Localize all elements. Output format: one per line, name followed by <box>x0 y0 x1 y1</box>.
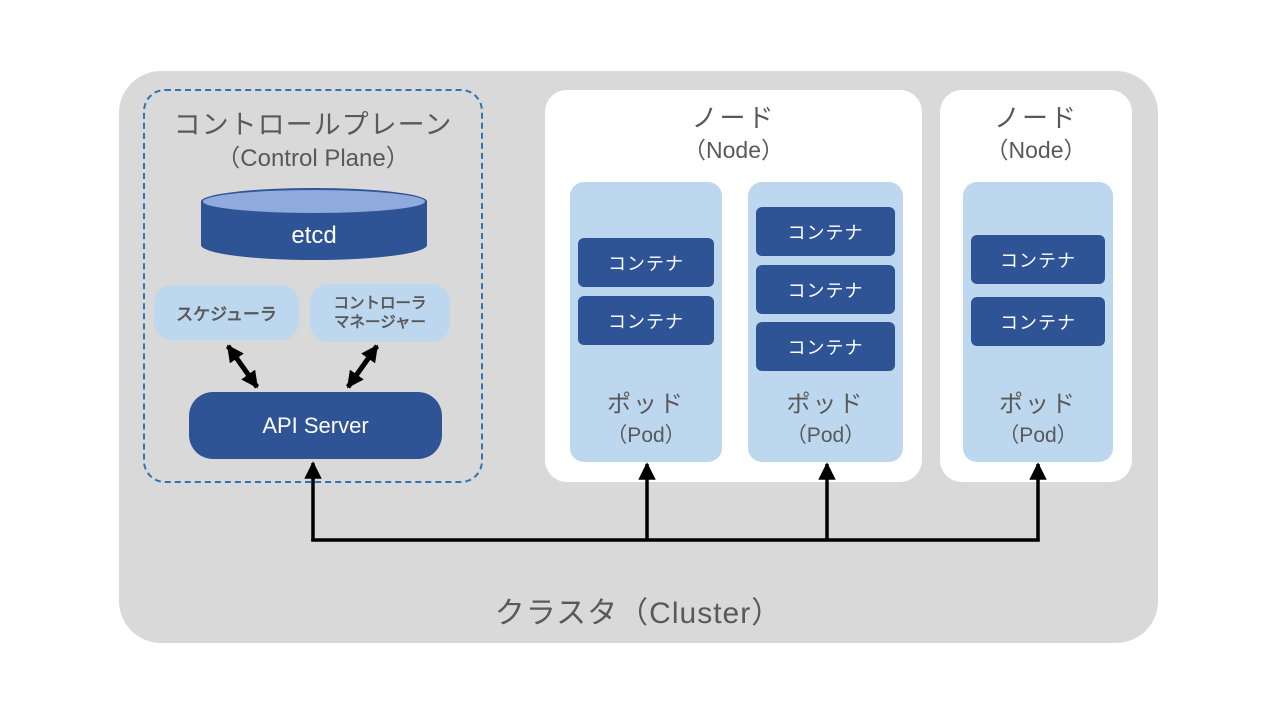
scheduler-label: スケジューラ <box>176 305 277 324</box>
cluster-box: コントロールプレーン （Control Plane） etcd スケジューラ コ… <box>119 71 1158 643</box>
container-label: コンテナ <box>1000 312 1076 333</box>
node-2-title-en: （Node） <box>985 136 1087 163</box>
api-server-label: API Server <box>262 412 369 438</box>
container-label: コンテナ <box>787 337 864 358</box>
cluster-label: クラスタ（Cluster） <box>494 597 783 630</box>
pod-2-label: ポッド （Pod） <box>748 389 903 450</box>
node-box-1: ノード （Node） コンテナ コンテナ ポッド （Pod） コンテナ <box>545 90 922 482</box>
node-1-title-en: （Node） <box>683 136 784 163</box>
container-box: コンテナ <box>578 238 714 287</box>
container-box: コンテナ <box>971 235 1105 284</box>
container-label: コンテナ <box>608 311 684 332</box>
node-box-2: ノード （Node） コンテナ コンテナ ポッド （Pod） <box>940 90 1132 482</box>
container-box: コンテナ <box>578 296 714 345</box>
container-box: コンテナ <box>756 322 895 371</box>
container-label: コンテナ <box>1000 250 1076 271</box>
node-1-title-ja: ノード <box>691 103 776 133</box>
node-2-title: ノード （Node） <box>940 102 1132 166</box>
controller-manager-label-line2: マネージャー <box>334 314 426 331</box>
container-box: コンテナ <box>756 207 895 256</box>
controller-manager-label-line1: コントローラ <box>333 294 427 312</box>
pod-3-label: ポッド （Pod） <box>963 389 1113 450</box>
pod-2-label-ja: ポッド <box>786 391 865 419</box>
container-box: コンテナ <box>756 265 895 314</box>
control-plane-title: コントロールプレーン <box>173 110 453 140</box>
container-label: コンテナ <box>787 222 864 243</box>
container-label: コンテナ <box>787 280 864 301</box>
node-2-title-ja: ノード <box>993 103 1078 133</box>
control-plane-subtitle: （Control Plane） <box>216 145 410 172</box>
pod-2-label-en: （Pod） <box>785 423 866 447</box>
node-1-title: ノード （Node） <box>545 102 922 166</box>
etcd-label: etcd <box>291 221 337 249</box>
controller-manager-box: コントローラ マネージャー <box>310 284 450 342</box>
container-label: コンテナ <box>608 253 684 274</box>
pod-box-1: コンテナ コンテナ ポッド （Pod） <box>570 182 722 462</box>
pod-3-label-en: （Pod） <box>998 423 1078 447</box>
control-plane-box: コントロールプレーン （Control Plane） etcd スケジューラ コ… <box>143 89 483 483</box>
scheduler-box: スケジューラ <box>154 285 299 340</box>
pod-3-label-ja: ポッド <box>999 391 1077 419</box>
pod-box-2: コンテナ コンテナ コンテナ ポッド （Pod） <box>748 182 903 462</box>
pod-1-label: ポッド （Pod） <box>570 389 722 450</box>
pod-1-label-ja: ポッド <box>607 391 685 419</box>
pod-1-label-en: （Pod） <box>606 423 686 447</box>
pod-box-3: コンテナ コンテナ ポッド （Pod） <box>963 182 1113 462</box>
container-box: コンテナ <box>971 297 1105 346</box>
etcd-cylinder-top <box>201 188 427 215</box>
api-server-box: API Server <box>189 392 442 459</box>
etcd-cylinder-icon: etcd <box>201 188 427 260</box>
